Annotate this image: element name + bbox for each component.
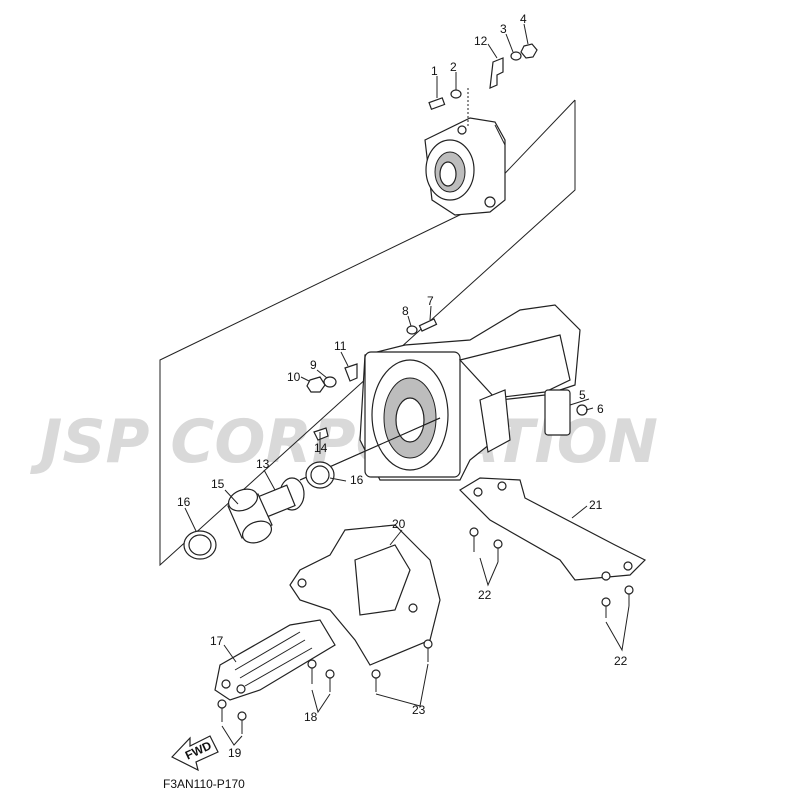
callout-7: 7 xyxy=(427,294,434,308)
callout-16-right: 16 xyxy=(350,473,364,487)
callout-16-left: 16 xyxy=(177,495,191,509)
callout-21: 21 xyxy=(589,498,603,512)
callout-19: 19 xyxy=(228,746,242,760)
screws-19-part xyxy=(217,699,247,734)
callout-8: 8 xyxy=(402,304,409,318)
leader-lines-bottom xyxy=(221,505,630,746)
callout-12: 12 xyxy=(474,34,488,48)
callout-17: 17 xyxy=(210,634,224,648)
callout-22-a: 22 xyxy=(478,588,492,602)
callout-15: 15 xyxy=(211,477,225,491)
forward-arrow-icon: FWD xyxy=(171,735,219,772)
callout-20: 20 xyxy=(392,517,406,531)
callout-1: 1 xyxy=(431,64,438,78)
bolt-1-part xyxy=(428,97,446,110)
callout-11: 11 xyxy=(334,339,347,353)
callout-10: 10 xyxy=(287,370,301,384)
callout-13: 13 xyxy=(256,457,270,471)
intake-grate-20-part xyxy=(289,524,441,666)
bracket-11-part xyxy=(344,363,358,382)
callout-3: 3 xyxy=(500,22,507,36)
grate-17-part xyxy=(214,619,336,701)
screws-22b-part xyxy=(601,585,634,618)
callout-9: 9 xyxy=(310,358,317,372)
screws-18-part xyxy=(307,659,335,692)
callout-labels: 1 2 3 4 12 7 8 11 9 10 5 6 14 13 15 16 1… xyxy=(177,12,628,760)
screw-6-part xyxy=(576,404,588,416)
bearing-housing-part xyxy=(424,117,506,216)
callout-23: 23 xyxy=(412,703,426,717)
screws-22a-part xyxy=(469,527,503,562)
screws-23-part xyxy=(371,639,433,692)
washer-8-part xyxy=(406,325,418,335)
leader-lines-middle xyxy=(184,305,594,532)
callout-14: 14 xyxy=(314,441,328,455)
leader-lines-top xyxy=(436,23,529,128)
diagram-code: F3AN110-P170 xyxy=(163,777,245,791)
callout-5: 5 xyxy=(579,388,586,402)
screw-14-part xyxy=(313,427,329,441)
washer-9-part xyxy=(323,376,337,388)
callout-18: 18 xyxy=(304,710,318,724)
bracket-12-part xyxy=(489,57,504,89)
callout-22-b: 22 xyxy=(614,654,628,668)
nut-4-part xyxy=(520,43,538,59)
jet-pump-housing-part xyxy=(359,304,581,481)
callout-6: 6 xyxy=(597,402,604,416)
callout-4: 4 xyxy=(520,12,527,26)
washer-2-part xyxy=(450,89,462,99)
washer-3-part xyxy=(510,51,522,61)
bolt-7-part xyxy=(418,318,438,332)
callout-2: 2 xyxy=(450,60,457,74)
hose-15-part xyxy=(227,488,273,544)
nut-10-part xyxy=(306,376,326,393)
clamp-16-left-part xyxy=(183,530,217,560)
plate-21-part xyxy=(459,477,647,581)
clamp-16-right-part xyxy=(305,461,335,489)
plate-5-part xyxy=(544,389,571,436)
sleeve-13-part xyxy=(258,477,305,518)
